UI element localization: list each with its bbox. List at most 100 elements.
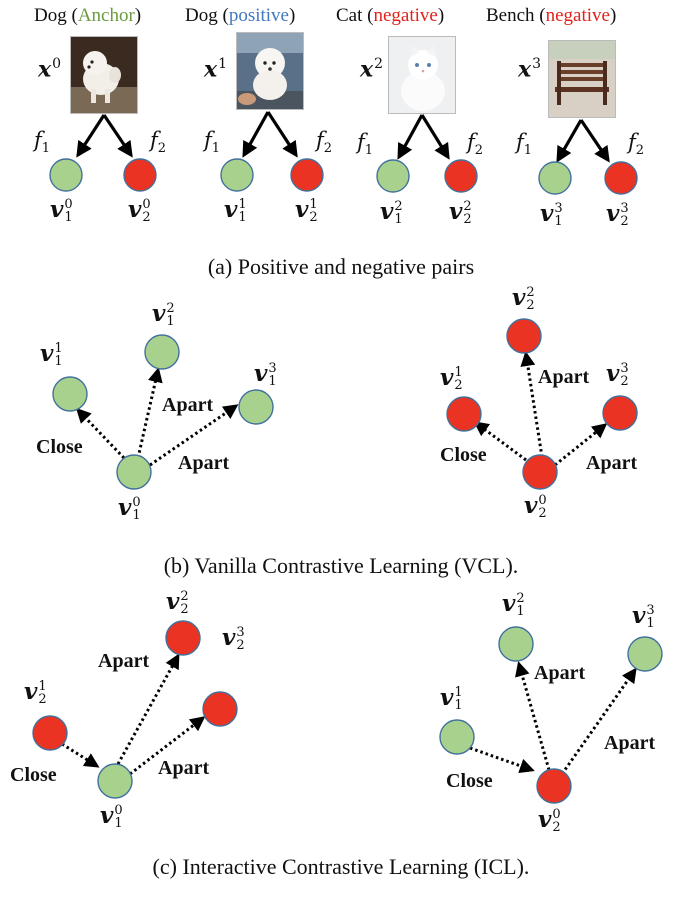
icl-left-close-node — [32, 715, 68, 751]
f2-label-0: f2 — [150, 128, 167, 157]
icl-right-apart-label-top: Apart — [534, 662, 586, 684]
icl-left-apart-arrow-top — [116, 653, 180, 765]
icl-arrows — [61, 653, 637, 776]
icl-right-apart-arrow-right — [560, 667, 637, 775]
caption-c: (c) Interactive Contrastive Learning (IC… — [152, 854, 530, 879]
vcl-right-close-label: Close — [440, 444, 487, 466]
icl-right-apart-label-right: Apart — [604, 732, 656, 754]
header-name: Bench — [486, 5, 535, 26]
node-v2-0 — [123, 158, 157, 192]
x-label-3: x3 — [518, 56, 542, 83]
cat-illustration — [389, 37, 455, 113]
x-label-2: x2 — [360, 56, 384, 83]
header-name: Dog — [185, 5, 218, 26]
f2-arrow-3 — [579, 119, 610, 163]
icl-right-close-label: Close — [446, 770, 493, 792]
bench-illustration — [549, 41, 615, 117]
f2-arrow-2 — [420, 114, 450, 160]
node-v1-2 — [376, 159, 410, 193]
f2-label-1: f2 — [316, 128, 333, 157]
header-anchor: Dog (Anchor) — [34, 5, 142, 26]
dog-illustration — [71, 37, 137, 113]
header-role: Anchor — [77, 5, 135, 26]
vcl-arrows — [75, 351, 608, 467]
vcl-left-apart-label-top: Apart — [162, 394, 214, 416]
header-role: negative — [545, 5, 610, 26]
vcl-left-close-arrow — [75, 407, 126, 460]
header-role: positive — [228, 5, 289, 26]
f1-arrow-0 — [76, 114, 106, 158]
icl-right-top-node — [498, 626, 534, 662]
node-v2-1 — [290, 158, 324, 192]
header-name: Dog — [34, 5, 67, 26]
vcl-left-apart-arrow-top — [136, 367, 163, 459]
vcl-right-center-node — [522, 454, 558, 490]
vcl-right-apart-arrow-top — [520, 351, 544, 458]
x-label-1: x1 — [204, 56, 228, 83]
icl-right-right-node — [627, 636, 663, 672]
dog-positive-image — [236, 32, 304, 110]
header-negative-cat: Cat (negative) — [336, 5, 445, 26]
encoder-arrows — [76, 111, 610, 163]
dog-anchor-image — [70, 36, 138, 114]
node-v1-3 — [538, 161, 572, 195]
vcl-left-top-node — [144, 334, 180, 370]
icl-left-apart-arrow-right — [129, 716, 206, 776]
bench-negative-image — [548, 40, 616, 118]
icl-left-right-node — [202, 691, 238, 727]
vcl-left-close-label: Close — [36, 436, 83, 458]
f1-label-1: f1 — [204, 128, 221, 157]
header-name: Cat — [336, 5, 363, 26]
f1-label-0: f1 — [34, 128, 51, 157]
f1-arrow-1 — [242, 111, 270, 158]
vcl-right-close-node — [446, 396, 482, 432]
icl-left-apart-label-top: Apart — [98, 650, 150, 672]
header-role: negative — [373, 5, 438, 26]
icl-right-apart-arrow-top — [515, 661, 551, 771]
node-v1-1 — [220, 158, 254, 192]
vcl-left-apart-arrow-right — [149, 404, 239, 467]
icl-right-center-node — [536, 768, 572, 804]
vcl-right-apart-label-top: Apart — [538, 366, 590, 388]
caption-a: (a) Positive and negative pairs — [207, 254, 475, 279]
f1-label-3: f1 — [516, 130, 533, 159]
vcl-left-right-node — [238, 389, 274, 425]
icl-left-center-node — [97, 763, 133, 799]
x-label-0: x0 — [38, 56, 62, 83]
vcl-left-center-node — [116, 454, 152, 490]
f2-label-2: f2 — [467, 130, 484, 159]
icl-left-top-node — [165, 620, 201, 656]
f2-label-3: f2 — [628, 130, 645, 159]
vcl-right-apart-label-right: Apart — [586, 452, 638, 474]
cat-negative-image — [388, 36, 456, 114]
icl-left-close-arrow — [61, 742, 100, 768]
node-v2-3 — [604, 161, 638, 195]
f1-arrow-3 — [556, 119, 583, 163]
vcl-left-apart-label-right: Apart — [178, 452, 230, 474]
icl-right-close-arrow — [469, 746, 535, 774]
header-positive: Dog (positive) — [185, 5, 296, 26]
vcl-right-top-node — [506, 318, 542, 354]
f2-arrow-0 — [102, 114, 133, 158]
